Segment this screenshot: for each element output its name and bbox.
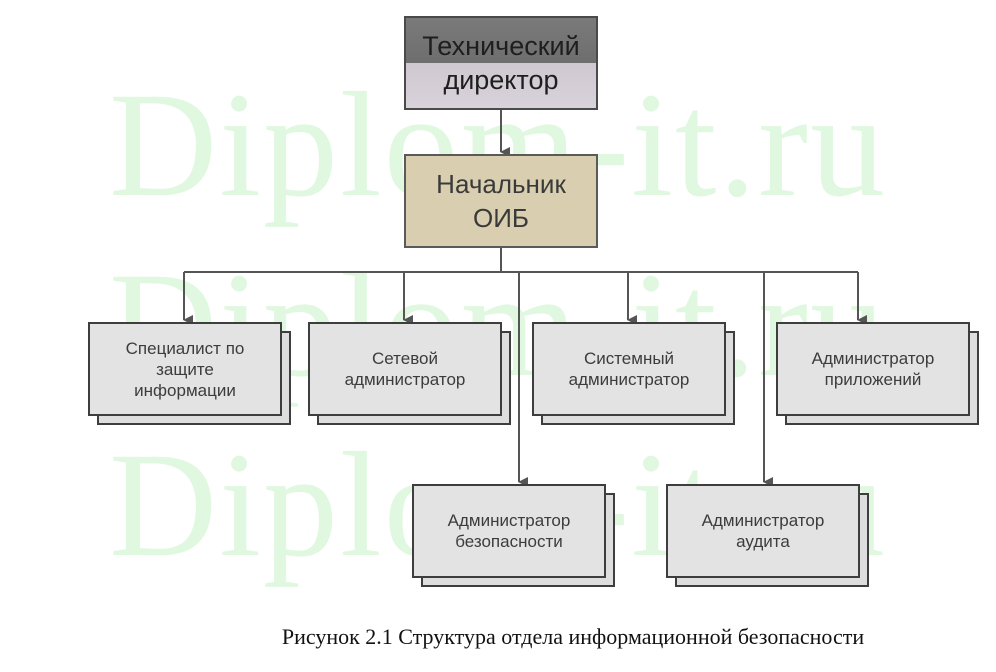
node-label: Администратор аудита — [666, 484, 860, 578]
node-label: Сетевой администратор — [308, 322, 502, 416]
node-label: Администратор безопасности — [412, 484, 606, 578]
node-audit-admin: Администратор аудита — [666, 484, 869, 587]
node-application-admin: Администратор приложений — [776, 322, 979, 425]
node-label: Специалист по защите информации — [88, 322, 282, 416]
node-network-admin: Сетевой администратор — [308, 322, 511, 425]
node-info-security-specialist: Специалист по защите информации — [88, 322, 291, 425]
node-technical-director: Технический директор — [404, 16, 598, 110]
node-security-admin: Администратор безопасности — [412, 484, 615, 587]
node-label: Системный администратор — [532, 322, 726, 416]
node-label: Технический директор — [422, 31, 580, 95]
node-head-oib: Начальник ОИБ — [404, 154, 598, 248]
node-label: Начальник ОИБ — [436, 169, 566, 233]
figure-caption: Рисунок 2.1 Структура отдела информацион… — [281, 624, 865, 649]
node-system-admin: Системный администратор — [532, 322, 735, 425]
node-label: Администратор приложений — [776, 322, 970, 416]
